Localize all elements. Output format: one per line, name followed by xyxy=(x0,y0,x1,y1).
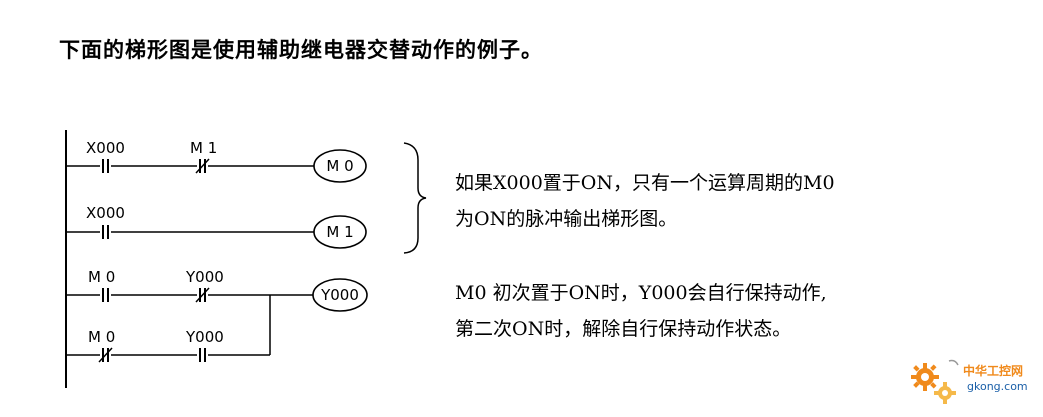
coil-y000 xyxy=(312,278,368,312)
contact-m0-nc xyxy=(98,347,113,363)
contact-x000-no xyxy=(102,159,109,173)
contact-m0-no xyxy=(102,288,109,302)
note-line: 如果X000置于ON，只有一个运算周期的M0 xyxy=(455,172,835,194)
watermark-domain: gkong.com xyxy=(967,380,1028,393)
note-line: M0 初次置于ON时，Y000会自行保持动作, xyxy=(455,282,827,304)
contact-label: Y000 xyxy=(185,268,224,286)
rung-3: M 0 Y000 Y000 xyxy=(66,268,368,312)
contact-m1-nc xyxy=(195,158,210,174)
note-line: 为ON的脉冲输出梯形图。 xyxy=(455,208,678,230)
contact-x000-no xyxy=(102,225,109,239)
rung-2: X000 M 1 xyxy=(66,204,367,249)
contact-label: X000 xyxy=(86,139,125,157)
coil-label: Y000 xyxy=(320,286,359,304)
brace-bracket xyxy=(403,142,427,254)
contact-label: X000 xyxy=(86,204,125,222)
contact-label: M 1 xyxy=(190,139,217,157)
contact-y000-no xyxy=(199,348,206,362)
coil-label: M 1 xyxy=(326,223,353,241)
contact-y000-nc xyxy=(195,287,210,303)
coil-m0 xyxy=(313,149,367,183)
gear-logo-icon xyxy=(911,359,959,404)
rung-1: X000 M 1 M 0 xyxy=(66,139,367,183)
coil-m1 xyxy=(313,215,367,249)
coil-label: M 0 xyxy=(326,157,353,175)
watermark-name: 中华工控网 xyxy=(963,364,1024,378)
note-line: 第二次ON时，解除自行保持动作状态。 xyxy=(455,318,792,340)
note-pulse-output: 如果X000置于ON，只有一个运算周期的M0 为ON的脉冲输出梯形图。 xyxy=(455,165,835,237)
contact-label: M 0 xyxy=(88,268,115,286)
note-self-hold: M0 初次置于ON时，Y000会自行保持动作, 第二次ON时，解除自行保持动作状… xyxy=(455,275,827,347)
contact-label: M 0 xyxy=(88,328,115,346)
page-heading: 下面的梯形图是使用辅助继电器交替动作的例子。 xyxy=(59,38,543,62)
rung-4: M 0 Y000 xyxy=(66,295,271,363)
gkong-watermark: 中华工控网 gkong.com xyxy=(905,355,1035,410)
contact-label: Y000 xyxy=(185,328,224,346)
